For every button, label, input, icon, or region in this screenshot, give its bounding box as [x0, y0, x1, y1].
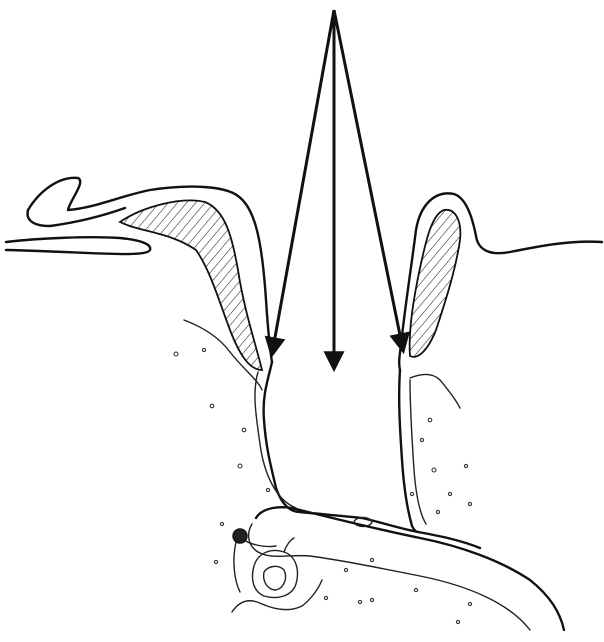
right-hatched-tissue: [410, 210, 461, 357]
arrow-group: [272, 10, 403, 368]
right-arrow: [334, 10, 403, 350]
left-flap-bottom: [28, 208, 125, 226]
lower-left-edge: [234, 542, 240, 592]
middle-ear-bulge: [256, 507, 564, 630]
left-arrow: [272, 10, 334, 354]
ossicle-inner: [264, 566, 286, 590]
right-canal-wall: [399, 370, 418, 532]
bone-texture-dots: [174, 348, 472, 623]
right-canal-inner: [410, 380, 426, 524]
left-hatched-tissue: [120, 200, 262, 370]
right-bone-outline: [410, 375, 460, 409]
lower-left-contour: [232, 580, 322, 612]
left-outer-fold: [6, 237, 150, 254]
round-ossicle: [233, 529, 247, 543]
